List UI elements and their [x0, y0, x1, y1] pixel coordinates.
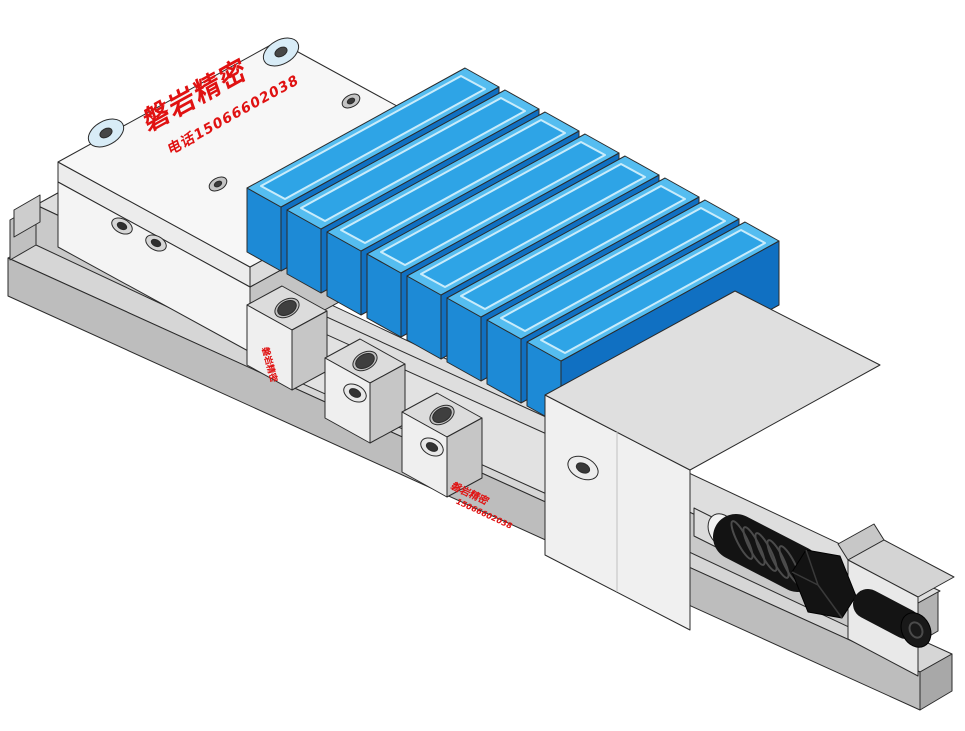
screw-tip-face	[900, 612, 932, 648]
jaw-top-inset	[540, 229, 766, 354]
hole-center	[116, 221, 128, 231]
screw-tip	[853, 589, 932, 648]
bellows-ridge	[754, 532, 778, 572]
base-left-upper-step	[13, 194, 41, 238]
hole-center	[213, 180, 223, 188]
bellows-ridge	[730, 520, 754, 560]
bellows-ridge	[742, 526, 766, 566]
plate-small-hole-1	[341, 93, 361, 109]
jaw-top-inset	[380, 141, 606, 266]
screw-tip-shaft	[853, 589, 921, 639]
front-counterbore	[348, 388, 362, 398]
thread-hole	[355, 353, 375, 369]
thread-hole	[277, 300, 297, 316]
screw-socket-hole	[908, 621, 924, 639]
front-face-hole-1	[111, 217, 133, 235]
hole-center	[346, 97, 356, 105]
counterbore-center	[575, 462, 591, 474]
hex-facet-edge	[791, 571, 819, 586]
thread-hole	[432, 407, 452, 423]
jaw-top-inset	[300, 97, 526, 222]
tail-counterbore-hole	[567, 455, 599, 481]
jaw-carrier-1: 磐岩精密	[246, 285, 328, 391]
counterbore-center	[99, 127, 113, 139]
jaw-carrier-2	[324, 338, 406, 444]
counterbore-center	[274, 46, 288, 58]
hole-center	[150, 238, 162, 248]
jaw-top-inset	[500, 207, 726, 332]
jaw-top-inset	[460, 185, 686, 310]
jaw-top-inset	[260, 75, 486, 200]
screw-hex-head	[791, 549, 857, 619]
jaw-carrier-3	[401, 392, 483, 498]
plate-counterbore-hole-1	[87, 118, 125, 148]
front-counterbore	[425, 442, 439, 452]
jaw-top-inset	[420, 163, 646, 288]
bellows-ridge	[766, 539, 790, 579]
tail-top-face	[544, 290, 881, 471]
front-face-hole-2	[145, 234, 167, 252]
jaw-top-inset	[340, 119, 566, 244]
base-flange-end-face	[919, 653, 953, 711]
hex-facet-edge	[817, 584, 843, 619]
hex-facet-edge	[805, 549, 819, 586]
carrier-right-face	[446, 417, 483, 498]
tail-block	[544, 290, 881, 631]
plate-small-hole-2	[208, 176, 228, 192]
plate-counterbore-hole-2	[262, 37, 300, 67]
